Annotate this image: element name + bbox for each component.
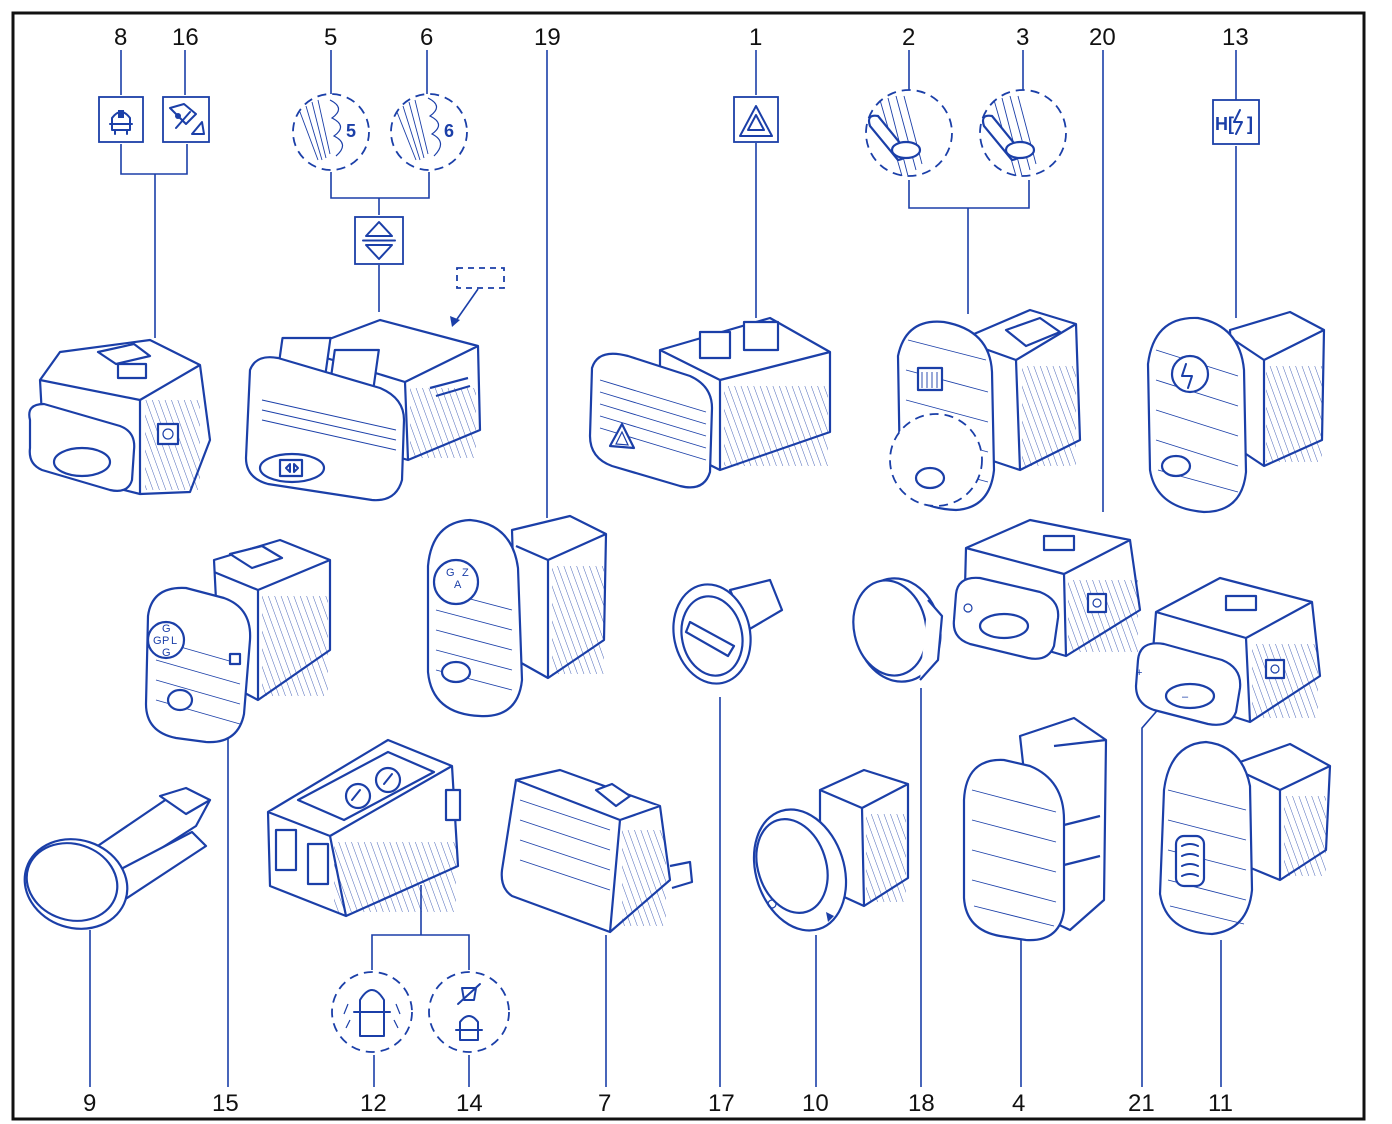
switch-part-2-3 — [889, 308, 1082, 512]
engraving-gpl-p: P — [162, 635, 169, 647]
switch-part-4 — [962, 716, 1108, 942]
switch-part-11 — [1158, 740, 1332, 936]
switch-part-1 — [588, 316, 832, 489]
switch-part-21: + – — [1134, 576, 1322, 726]
switch-part-8-16 — [28, 338, 212, 496]
callout-16: 16 — [172, 24, 199, 51]
callout-15: 15 — [212, 1090, 239, 1117]
callout-6: 6 — [420, 24, 433, 51]
inset-bubble-12 — [331, 971, 413, 1053]
callout-13: 13 — [1222, 24, 1249, 51]
engraving-minus: – — [1182, 691, 1189, 703]
engraving-gaz-g: G — [446, 567, 455, 579]
callout-19: 19 — [534, 24, 561, 51]
engraving-gaz-a: A — [454, 579, 462, 591]
leader-lines-top — [120, 50, 1237, 518]
inset-bubble-6: 6 — [390, 93, 468, 171]
callout-12: 12 — [360, 1090, 387, 1117]
callout-17: 17 — [708, 1090, 735, 1117]
switch-part-20 — [952, 518, 1142, 660]
inset-bubble-2 — [865, 89, 953, 177]
inset-label-5: 5 — [346, 121, 356, 141]
svg-text:H[: H[ — [1215, 114, 1234, 134]
engraving-gpl-g: G — [153, 635, 162, 647]
callout-2: 2 — [902, 24, 915, 51]
switch-part-18 — [852, 577, 944, 683]
callout-8: 8 — [114, 24, 127, 51]
switch-part-17 — [672, 578, 784, 685]
window-up-down-icon — [354, 216, 404, 265]
callout-11: 11 — [1208, 1090, 1233, 1117]
callout-18: 18 — [908, 1090, 935, 1117]
callout-14: 14 — [456, 1090, 483, 1117]
engraving-gpl-l: L — [171, 635, 177, 647]
child-safety-lock-icon — [162, 96, 210, 143]
switch-part-12-14 — [266, 738, 462, 918]
engraving-gaz-z: Z — [462, 567, 469, 579]
switch-part-9 — [23, 786, 212, 930]
engraving-gpl-top: G — [162, 623, 171, 635]
diagram-frame — [11, 11, 1366, 1121]
hazard-triangle-icon — [733, 96, 779, 143]
inset-bubble-5: 5 — [292, 93, 370, 171]
switch-part-7 — [500, 768, 694, 934]
callout-3: 3 — [1016, 24, 1029, 51]
callout-21: 21 — [1128, 1090, 1155, 1117]
switch-part-15: G G P L G — [144, 538, 332, 744]
callout-10: 10 — [802, 1090, 829, 1117]
switch-part-10 — [752, 768, 910, 932]
switch-part-19: G A Z — [426, 514, 608, 718]
inset-bubble-3 — [979, 89, 1067, 177]
inset-bubble-14 — [428, 971, 510, 1053]
svg-text:]: ] — [1247, 114, 1253, 134]
switch-part-13 — [1146, 310, 1326, 514]
heater-icon: H[ ] — [1212, 99, 1260, 145]
car-door-lock-icon — [98, 96, 144, 143]
engraving-gpl-bottom: G — [162, 647, 171, 659]
switch-part-5-6 — [244, 318, 482, 502]
engraving-plus: + — [1136, 667, 1142, 679]
callout-7: 7 — [598, 1090, 611, 1117]
connector-detail-frame — [450, 267, 505, 327]
inset-label-6: 6 — [444, 121, 454, 141]
callout-4: 4 — [1012, 1090, 1025, 1117]
callout-5: 5 — [324, 24, 337, 51]
callout-9: 9 — [83, 1090, 96, 1117]
callout-20: 20 — [1089, 24, 1116, 51]
callout-1: 1 — [749, 24, 762, 51]
